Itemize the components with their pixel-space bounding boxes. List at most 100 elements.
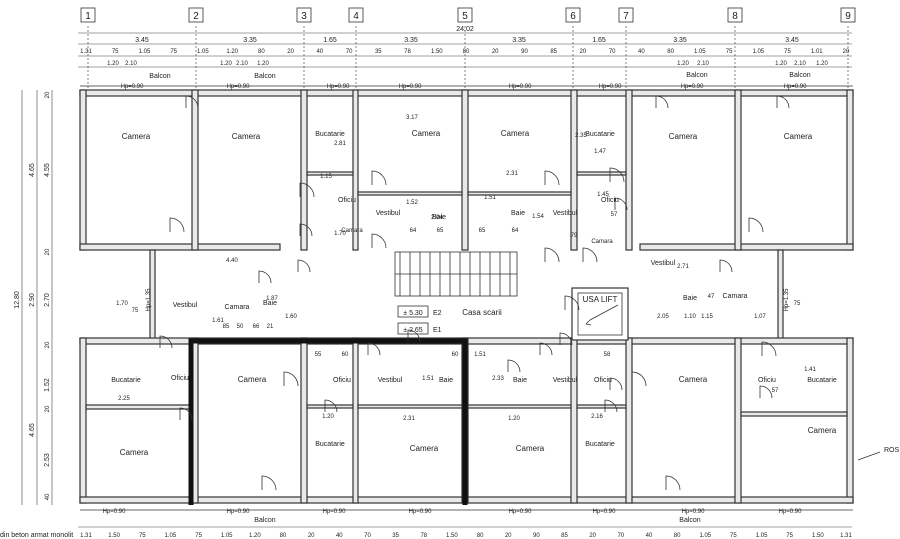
balcony-dim: 1.20: [220, 61, 232, 67]
detail-dim: 70: [617, 533, 624, 539]
room-oficiu: Oficiu: [338, 197, 356, 204]
interior-dim: 1.47: [594, 149, 606, 155]
window-height-label: Hp=0.90: [509, 84, 533, 90]
detail-dim: 90: [521, 49, 528, 55]
grid-axis-label: 7: [623, 11, 629, 22]
window-height-label: Hp=0.90: [681, 84, 705, 90]
window-height-label: Hp=1.35: [146, 288, 152, 312]
interior-dim: 1.52: [406, 200, 418, 206]
small-dim: 20: [45, 405, 51, 412]
detail-dim: 20: [589, 533, 596, 539]
detail-dim: 1.50: [446, 533, 458, 539]
total-depth-dim: 12.80: [14, 291, 21, 309]
room-bath: Baie: [439, 377, 453, 384]
bay-dim: 3.35: [404, 37, 418, 44]
door-swing: [614, 197, 628, 211]
detail-dim: 75: [730, 533, 737, 539]
window-height-label: Hp=1.35: [784, 288, 790, 312]
interior-dim: 1.41: [804, 367, 816, 373]
door-swing: [609, 167, 625, 183]
small-dim: 20: [45, 248, 51, 255]
grid-axis-label: 9: [845, 11, 851, 22]
detail-dim: 80: [258, 49, 265, 55]
interior-dim: 2.16: [591, 414, 603, 420]
window-height-label: Hp=0.90: [399, 84, 423, 90]
interior-dim: 2.81: [334, 141, 346, 147]
interior-dim: 2.25: [118, 396, 130, 402]
window-height-label: Hp=0.90: [779, 509, 803, 515]
room-camara: Camara: [341, 228, 363, 234]
small-dim: 20: [45, 341, 51, 348]
balcony-dim: 2.10: [794, 61, 806, 67]
interior-dim: 64: [512, 228, 519, 234]
interior-dim: 2.31: [506, 171, 518, 177]
interior-dim: 1.51: [484, 195, 496, 201]
room-kitchen: Bucatarie: [585, 131, 615, 138]
room-camera: Camera: [232, 132, 261, 141]
room-labels: Camera Camera Camera Camera Camera Camer…: [111, 72, 837, 524]
window-height-label: Hp=0.90: [682, 509, 706, 515]
level-markers: ± 5.30 E2 ± 2.65 E1 Casa scarii: [397, 305, 502, 335]
room-camera: Camera: [410, 444, 439, 453]
lift-shaft: USA LIFT: [571, 287, 629, 341]
room-oficiu: Oficiu: [171, 375, 189, 382]
door-swing: [169, 217, 185, 233]
level-e1-tag: E1: [433, 327, 442, 334]
door-swings: [159, 95, 790, 491]
level-e1-value: ± 2.65: [403, 327, 423, 334]
room-vestibul: Vestibul: [651, 260, 676, 267]
room-camera: Camera: [784, 132, 813, 141]
interior-dim: 2.05: [657, 314, 669, 320]
detail-dim: 20: [505, 533, 512, 539]
grid-axis-label: 6: [570, 11, 576, 22]
detail-dim: 75: [195, 533, 202, 539]
interior-dim: 1.45: [597, 192, 609, 198]
sub-depth-dim: 2.70: [44, 293, 51, 307]
staircase: [394, 251, 518, 297]
room-camera: Camera: [120, 448, 149, 457]
room-kitchen: Bucatarie: [111, 377, 141, 384]
door-swing: [564, 295, 580, 311]
detail-dim: 40: [638, 49, 645, 55]
window-height-label: Hp=0.90: [327, 84, 351, 90]
interior-dim: 1.51: [422, 376, 434, 382]
door-swing: [507, 359, 521, 373]
interior-dim: 60: [452, 352, 459, 358]
detail-dim: 1.50: [812, 533, 824, 539]
depth-dim: 2.90: [29, 293, 36, 307]
door-swing: [582, 247, 598, 263]
level-e2-value: ± 5.30: [403, 310, 423, 317]
room-camera: Camera: [808, 426, 837, 435]
detail-dim: 75: [112, 49, 119, 55]
interior-dim: 85: [223, 324, 230, 330]
grid-axis-7: 7: [618, 7, 634, 23]
room-camera: Camera: [122, 132, 151, 141]
door-swing: [544, 247, 560, 263]
detail-dim: 35: [392, 533, 399, 539]
ros-label: ROS: [884, 447, 900, 454]
detail-dim: 80: [463, 49, 470, 55]
window-height-label: Hp=0.90: [784, 84, 808, 90]
grid-axis-3: 3: [296, 7, 312, 23]
interior-dim: 1.20: [322, 414, 334, 420]
detail-dim: 70: [609, 49, 616, 55]
detail-dim: 75: [784, 49, 791, 55]
room-vestibul: Vestibul: [378, 377, 403, 384]
grid-axis-9: 9: [840, 7, 856, 23]
room-vestibul: Vestibul: [376, 210, 401, 217]
interior-dim: 1.54: [532, 214, 544, 220]
detail-dim: 1.20: [226, 49, 238, 55]
grid-axis-label: 5: [462, 11, 468, 22]
detail-dim: 75: [139, 533, 146, 539]
detail-dim: 1.50: [431, 49, 443, 55]
balcony-dim: 2.10: [125, 61, 137, 67]
bay-dim: 3.35: [512, 37, 526, 44]
detail-dim: 1.05: [694, 49, 706, 55]
lift-label: USA LIFT: [583, 295, 618, 304]
window-height-label: Hp=0.90: [323, 509, 347, 515]
room-bath: Baie: [432, 214, 446, 221]
door-swing: [665, 475, 681, 491]
